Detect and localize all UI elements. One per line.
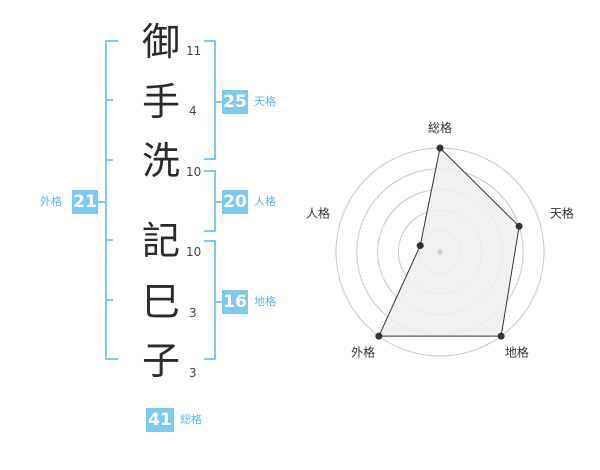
name-char-2: 手: [141, 80, 180, 124]
stroke-count-1: 11: [186, 44, 202, 58]
gaikaku-bracket-tick: [105, 159, 113, 161]
name-char-1: 御: [141, 20, 180, 64]
stroke-count-3: 10: [186, 165, 202, 179]
chikaku-badge: 16: [222, 290, 248, 314]
jinkaku-bracket-vertical: [214, 170, 216, 232]
radar-point-3: [497, 332, 505, 340]
soukaku-label: 総格: [180, 413, 202, 426]
radar-point-5: [416, 242, 424, 250]
gaikaku-badge: 21: [72, 190, 98, 214]
jinkaku-badge: 20: [222, 190, 248, 214]
chikaku-bracket-vertical: [214, 240, 216, 360]
radar-series-area: [378, 146, 520, 337]
stroke-count-6: 3: [189, 366, 197, 380]
radar-axis-label: 外格: [351, 344, 375, 359]
radar-point-1: [436, 144, 444, 152]
name-char-6: 子: [141, 339, 180, 383]
gaikaku-bracket-connector: [98, 201, 105, 203]
jinkaku-bracket-top: [204, 170, 216, 172]
radar-point-2: [515, 222, 523, 230]
stroke-count-5: 3: [189, 306, 197, 320]
radar-point-4: [375, 332, 383, 340]
gaikaku-bracket-tick: [105, 299, 113, 301]
gaikaku-bracket-tick: [105, 239, 113, 241]
tenkaku-bracket-bottom: [204, 158, 216, 160]
stroke-count-4: 10: [186, 245, 202, 259]
chikaku-bracket-connector: [216, 301, 222, 303]
soukaku-badge: 41: [146, 408, 174, 432]
gaikaku-label: 外格: [40, 195, 62, 208]
stroke-count-2: 4: [189, 104, 197, 118]
name-char-3: 洗: [141, 139, 180, 183]
tenkaku-bracket-top: [204, 40, 216, 42]
tenkaku-bracket-connector: [216, 101, 222, 103]
chikaku-label: 地格: [254, 295, 276, 308]
radar-axis-label: 人格: [306, 206, 330, 221]
radar-axis-label: 総格: [428, 120, 452, 135]
tenkaku-bracket-vertical: [214, 40, 216, 160]
gaikaku-bracket-bottom: [105, 358, 118, 360]
radar-axis-label: 地格: [505, 344, 529, 359]
name-char-5: 巳: [141, 280, 180, 324]
jinkaku-bracket-bottom: [204, 230, 216, 232]
gaikaku-bracket-vertical: [105, 40, 107, 360]
name-char-4: 記: [141, 219, 180, 263]
jinkaku-bracket-connector: [216, 201, 222, 203]
radar-axis-label: 天格: [550, 206, 574, 221]
gaikaku-bracket-tick: [105, 99, 113, 101]
tenkaku-badge: 25: [222, 90, 248, 114]
tenkaku-label: 天格: [254, 95, 276, 108]
jinkaku-label: 人格: [254, 195, 276, 208]
gaikaku-bracket-top: [105, 40, 118, 42]
chikaku-bracket-top: [204, 240, 216, 242]
chikaku-bracket-bottom: [204, 358, 216, 360]
radar-center-point: [437, 249, 443, 255]
